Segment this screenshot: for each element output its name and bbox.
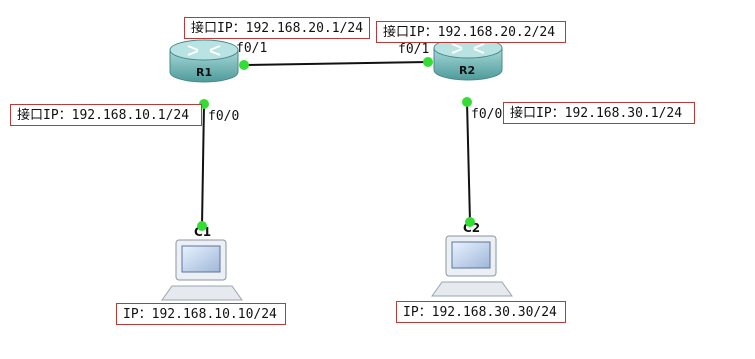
c2-ip-box: IP：192.168.30.30/24 [396,301,566,323]
router-label: R2 [459,64,475,77]
router-r1[interactable]: R1 [169,39,239,83]
r2-f0-0-ip-box: 接口IP：192.168.30.1/24 [503,102,695,124]
link-r2-c2 [466,101,471,223]
r1-f0-1-ip-box: 接口IP：192.168.20.1/24 [184,17,370,39]
port-dot-r2-f0-0[interactable] [462,97,472,107]
r1-port-f0-0-label: f0/0 [208,109,240,124]
r2-port-f0-0-label: f0/0 [471,107,503,122]
r1-port-f0-1-label: f0/1 [236,41,268,56]
host-c1[interactable]: C1 [161,225,243,301]
port-dot-c1[interactable] [197,221,207,231]
computer-icon [161,239,243,301]
r2-f0-1-ip-box: 接口IP：192.168.20.2/24 [376,21,566,43]
r1-f0-0-ip-box: 接口IP：192.168.10.1/24 [10,104,202,126]
router-icon [433,37,503,81]
link-r1-r2 [243,61,429,66]
link-r1-c1 [201,103,205,227]
router-icon [169,39,239,83]
c1-ip-box: IP：192.168.10.10/24 [116,303,286,325]
computer-icon [431,235,513,297]
port-dot-c2[interactable] [465,217,475,227]
port-dot-r2-f0-1[interactable] [423,57,433,67]
router-r2[interactable]: R2 [433,37,503,81]
port-dot-r1-f0-1[interactable] [239,60,249,70]
host-c2[interactable]: C2 [431,221,513,297]
r2-port-f0-1-label: f0/1 [398,42,430,57]
router-label: R1 [196,66,212,79]
